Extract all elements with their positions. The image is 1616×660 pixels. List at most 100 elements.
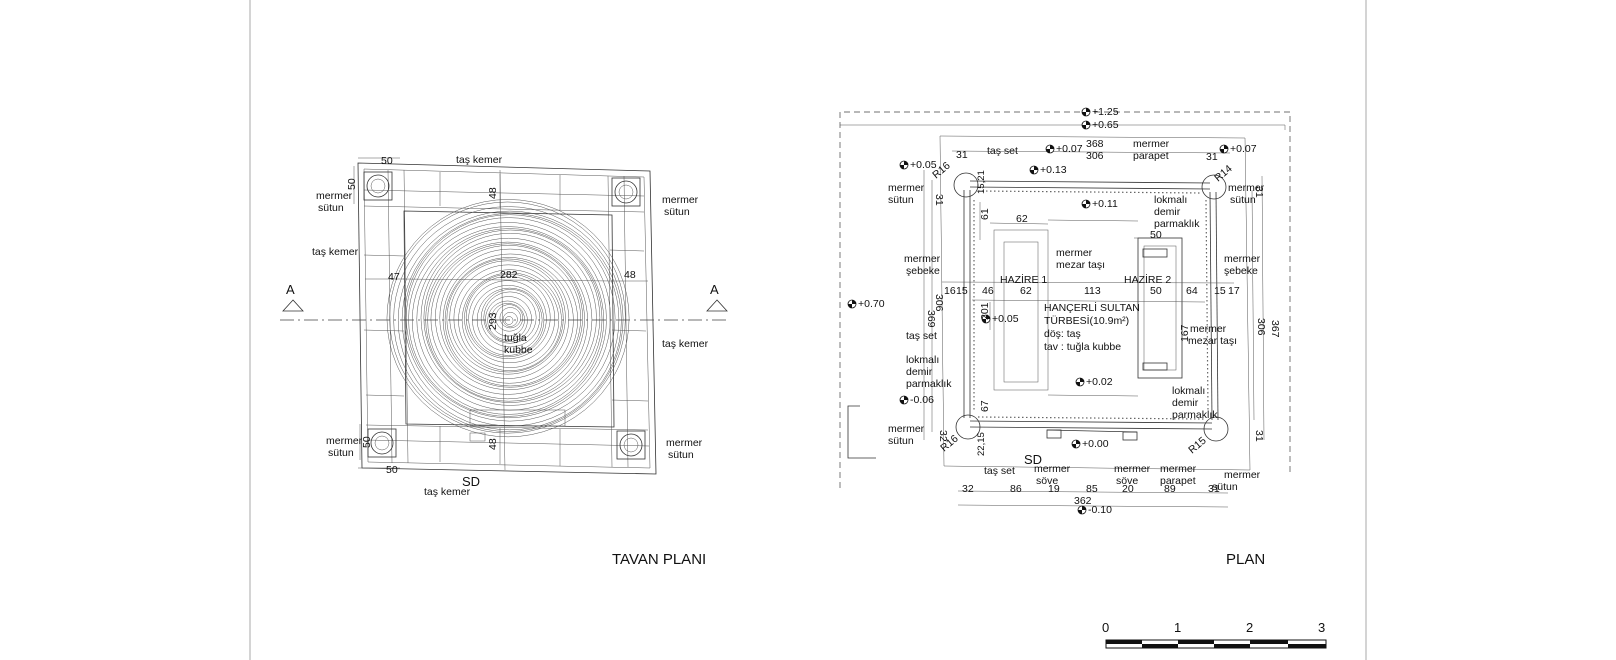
plan-title-4: tav : tuğla kubbe — [1044, 341, 1121, 353]
level-marker-fill — [1076, 378, 1084, 386]
plan-label-mezar-tasi-r-1: mermer — [1190, 323, 1227, 335]
plan-dim-top-306: 306 — [1086, 150, 1104, 162]
plan-label-mermer-sebeke-r: mermer — [1224, 253, 1261, 265]
dome-rings — [386, 199, 630, 438]
plan-dim-row-46: 46 — [982, 285, 994, 297]
plan-title-3: döş: taş — [1044, 328, 1081, 340]
level-marker-fill — [1078, 506, 1086, 514]
plan-dim-top-31-l: 31 — [956, 149, 968, 161]
ceiling-label-sutun-tl: sütun — [318, 202, 344, 214]
ceiling-label-mermer-br: mermer — [666, 437, 703, 449]
plan-label-lokmali-left-1: lokmalı — [906, 354, 939, 366]
plan-label-lokmali-top-2: demir — [1154, 206, 1181, 218]
scale-tick-2: 2 — [1246, 620, 1253, 635]
ceiling-dim-left: 47 — [388, 271, 400, 283]
ceiling-dim-bottom: 50 — [386, 464, 398, 476]
level-8: +0.70 — [858, 298, 885, 310]
level-3: +0.07 — [1056, 143, 1083, 155]
plan-label-mermer-sebeke-l: mermer — [904, 253, 941, 265]
plan-dim-row-15-l: 15 — [956, 285, 968, 297]
ceiling-column-bl — [367, 428, 397, 458]
dome-ring — [404, 214, 616, 422]
plan-column-br — [1203, 416, 1229, 442]
level-2: +0.65 — [1092, 119, 1119, 131]
scale-tick-0: 0 — [1102, 620, 1109, 635]
dome-ring — [444, 257, 574, 384]
plan-platform-outline — [939, 135, 1251, 471]
section-marker-left: A — [282, 282, 304, 312]
scale-bar: 0 1 2 3 — [1102, 620, 1327, 649]
ceiling-label-mermer-tl: mermer — [316, 190, 353, 202]
level-12: +0.00 — [1082, 438, 1109, 450]
scale-tick-1: 1 — [1174, 620, 1181, 635]
plan-dim-b362: 362 — [1074, 495, 1092, 507]
plan-dim-v201: 201 — [979, 302, 991, 320]
plan-dim-v367: 367 — [1269, 320, 1281, 338]
plan-label-parapet-top: parapet — [1133, 150, 1169, 162]
level-marker-fill — [900, 396, 908, 404]
plan-label-sebeke-l: şebeke — [906, 265, 940, 277]
tombstone-marker — [1142, 248, 1168, 258]
dome-ring — [411, 226, 605, 415]
dome-ring — [406, 217, 611, 419]
level-marker-fill — [982, 315, 990, 323]
ceiling-dim-inner-top: 48 — [487, 187, 499, 199]
plan-dim-row-113: 113 — [1084, 285, 1101, 297]
hazire-2-outline — [1137, 237, 1183, 379]
title-plan: PLAN — [1226, 551, 1265, 568]
dome-ring — [446, 258, 570, 379]
plan-dim-v369: 369 — [925, 310, 937, 328]
dome-ring — [449, 260, 566, 375]
dome-ring — [464, 273, 556, 363]
ceiling-arch-bands — [363, 169, 650, 468]
svg-text:A: A — [286, 282, 295, 297]
dome-ring — [427, 241, 588, 400]
plan-dim-v31-l: 31 — [933, 194, 945, 206]
ceiling-opening — [469, 409, 566, 427]
ceiling-label-sutun-br: sütun — [668, 449, 694, 461]
plan-label-mezar-tasi-1: mermer — [1056, 247, 1093, 259]
dome-ring — [461, 272, 560, 368]
ceiling-label-tugla: tuğla — [504, 332, 527, 344]
plan-dim-row-17: 17 — [1228, 285, 1240, 297]
level-13: -0.10 — [1088, 504, 1112, 516]
level-1: +1.25 — [1092, 106, 1119, 118]
dome-ring — [435, 245, 583, 391]
plan-label-lokmali-left-3: parmaklık — [906, 378, 952, 390]
plan-title-2: TÜRBESİ(10.9m²) — [1044, 314, 1129, 327]
svg-text:A: A — [710, 282, 719, 297]
plan-dim-row-62: 62 — [1020, 285, 1032, 297]
ceiling-dim-left-top: 50 — [346, 178, 358, 190]
dim-line-282 — [402, 278, 613, 282]
plan-dim-v31-r: 31 — [1253, 186, 1265, 198]
level-marker-fill — [1072, 440, 1080, 448]
plan-dim-v32-l: 32 — [937, 430, 949, 442]
level-symbols — [847, 107, 1229, 515]
level-11: +0.02 — [1086, 376, 1113, 388]
plan-dim-h62-top: 62 — [1016, 213, 1028, 225]
plan-label-lokmali-top-1: lokmalı — [1154, 194, 1187, 206]
dome-ring — [483, 291, 537, 344]
radius-r15: R15 — [1186, 435, 1209, 457]
grille-top — [977, 190, 1203, 194]
plan-dim-v306-l: 306 — [933, 294, 945, 312]
plan-dim-v67: 67 — [979, 400, 991, 412]
level-marker-fill — [1030, 166, 1038, 174]
plan-dim-b32: 32 — [962, 483, 974, 495]
dome-ring — [502, 312, 518, 327]
plan-label-mermer-sutun-tr: mermer — [1228, 182, 1265, 194]
ceiling-outer-wall-inner — [363, 168, 651, 469]
plan-dim-b89: 89 — [1164, 483, 1176, 495]
floor-plan: +1.25 +0.65 +0.07 +0.07 +0.05 +0.13 +0.1… — [839, 106, 1291, 516]
plan-dim-b86: 86 — [1010, 483, 1022, 495]
ceiling-dim-top: 50 — [381, 155, 393, 167]
ceiling-column-tl — [363, 171, 393, 201]
hazire-1-outline — [993, 229, 1049, 391]
plan-site-boundary — [839, 111, 1291, 488]
ceiling-label-mermer-tr: mermer — [662, 194, 699, 206]
ceiling-label-tas-kemer-top: taş kemer — [456, 154, 503, 166]
plan-dim-v31-br: 31 — [1253, 430, 1265, 442]
plan-dim-b85: 85 — [1086, 483, 1098, 495]
grille-right — [1205, 199, 1209, 411]
